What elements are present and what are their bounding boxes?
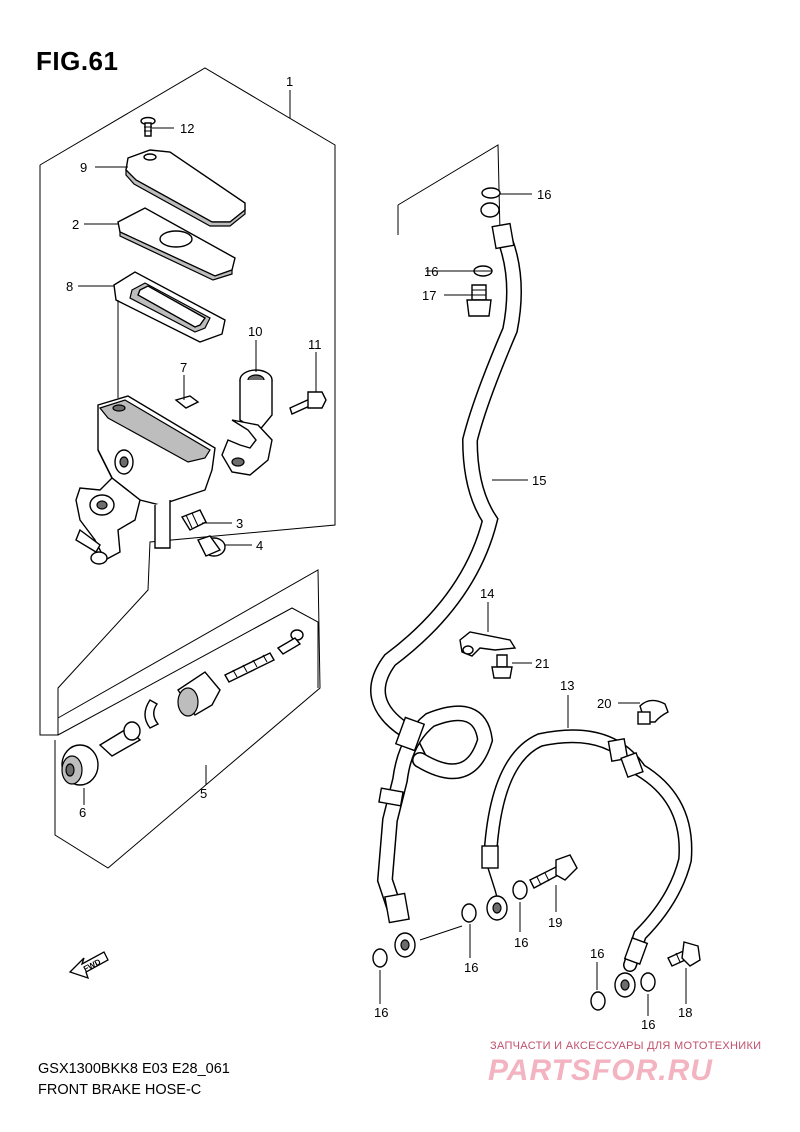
- diaphragm-8-part: [113, 271, 226, 343]
- master-cylinder-body: [75, 395, 216, 565]
- callout-4: 4: [256, 538, 263, 553]
- bolt-19-part: [529, 854, 578, 889]
- callout-13: 13: [560, 678, 574, 693]
- callout-3: 3: [236, 516, 243, 531]
- callout-20: 20: [597, 696, 611, 711]
- bolt-17-part: [466, 284, 492, 317]
- model-code: GSX1300BKK8 E03 E28_061: [38, 1061, 230, 1077]
- figure-caption: FRONT BRAKE HOSE-C: [38, 1082, 202, 1098]
- callout-19: 19: [548, 915, 562, 930]
- figure-title: FIG.61: [36, 46, 119, 76]
- screw-12-part: [140, 116, 156, 137]
- callout-15: 15: [532, 473, 546, 488]
- watermark-tagline: ЗАПЧАСТИ И АКСЕССУАРЫ ДЛЯ МОТОТЕХНИКИ: [490, 1040, 762, 1052]
- callout-8: 8: [66, 279, 73, 294]
- piston-kit-box: [54, 569, 321, 869]
- callout-16c: 16: [514, 935, 528, 950]
- hose-assembly-box: [397, 144, 501, 235]
- plate-2-part: [117, 207, 236, 281]
- callout-10: 10: [248, 324, 262, 339]
- assembly-1-outline: [39, 67, 336, 736]
- callout-1: 1: [286, 74, 293, 89]
- callout-17: 17: [422, 288, 436, 303]
- callout-12: 12: [180, 121, 194, 136]
- callout-9: 9: [80, 160, 87, 175]
- callout-16e: 16: [590, 946, 604, 961]
- fwd-arrow-icon: FWD: [68, 951, 109, 980]
- callout-11: 11: [308, 337, 322, 352]
- callout-21: 21: [535, 656, 549, 671]
- clamp-20-part: [637, 699, 669, 725]
- callout-18: 18: [678, 1005, 692, 1020]
- callout-16g: 16: [641, 1017, 655, 1032]
- cap-4-part: [197, 535, 226, 557]
- hose-15-part: [370, 202, 522, 958]
- callout-16b: 16: [424, 264, 438, 279]
- callout-6: 6: [79, 805, 86, 820]
- leader-lines: [78, 90, 687, 1016]
- bolt-18-part: [667, 941, 701, 967]
- piston-kit-parts: [61, 629, 304, 786]
- bracket-14-part: [459, 631, 517, 657]
- hose-13-part: [481, 729, 693, 998]
- bolt-11-part: [289, 391, 327, 415]
- callout-7: 7: [180, 360, 187, 375]
- callout-16f: 16: [374, 1005, 388, 1020]
- callout-2: 2: [72, 217, 79, 232]
- callout-16a: 16: [537, 187, 551, 202]
- bleeder-3-part: [180, 509, 207, 531]
- clamp-10-part: [221, 369, 273, 476]
- clip-7-part: [174, 395, 200, 409]
- callout-labels: 1 12 9 2 8 10 11 7 3 4 5 6 16 16 17 15 1…: [66, 74, 692, 1032]
- bolt-21-part: [491, 654, 513, 679]
- callout-5: 5: [200, 786, 207, 801]
- callout-16d: 16: [464, 960, 478, 975]
- callout-14: 14: [480, 586, 494, 601]
- washers-16-lower: [372, 880, 656, 1011]
- reservoir-cap-9-part: [125, 149, 246, 227]
- watermark-logo: PARTSFOR.RU: [488, 1054, 713, 1087]
